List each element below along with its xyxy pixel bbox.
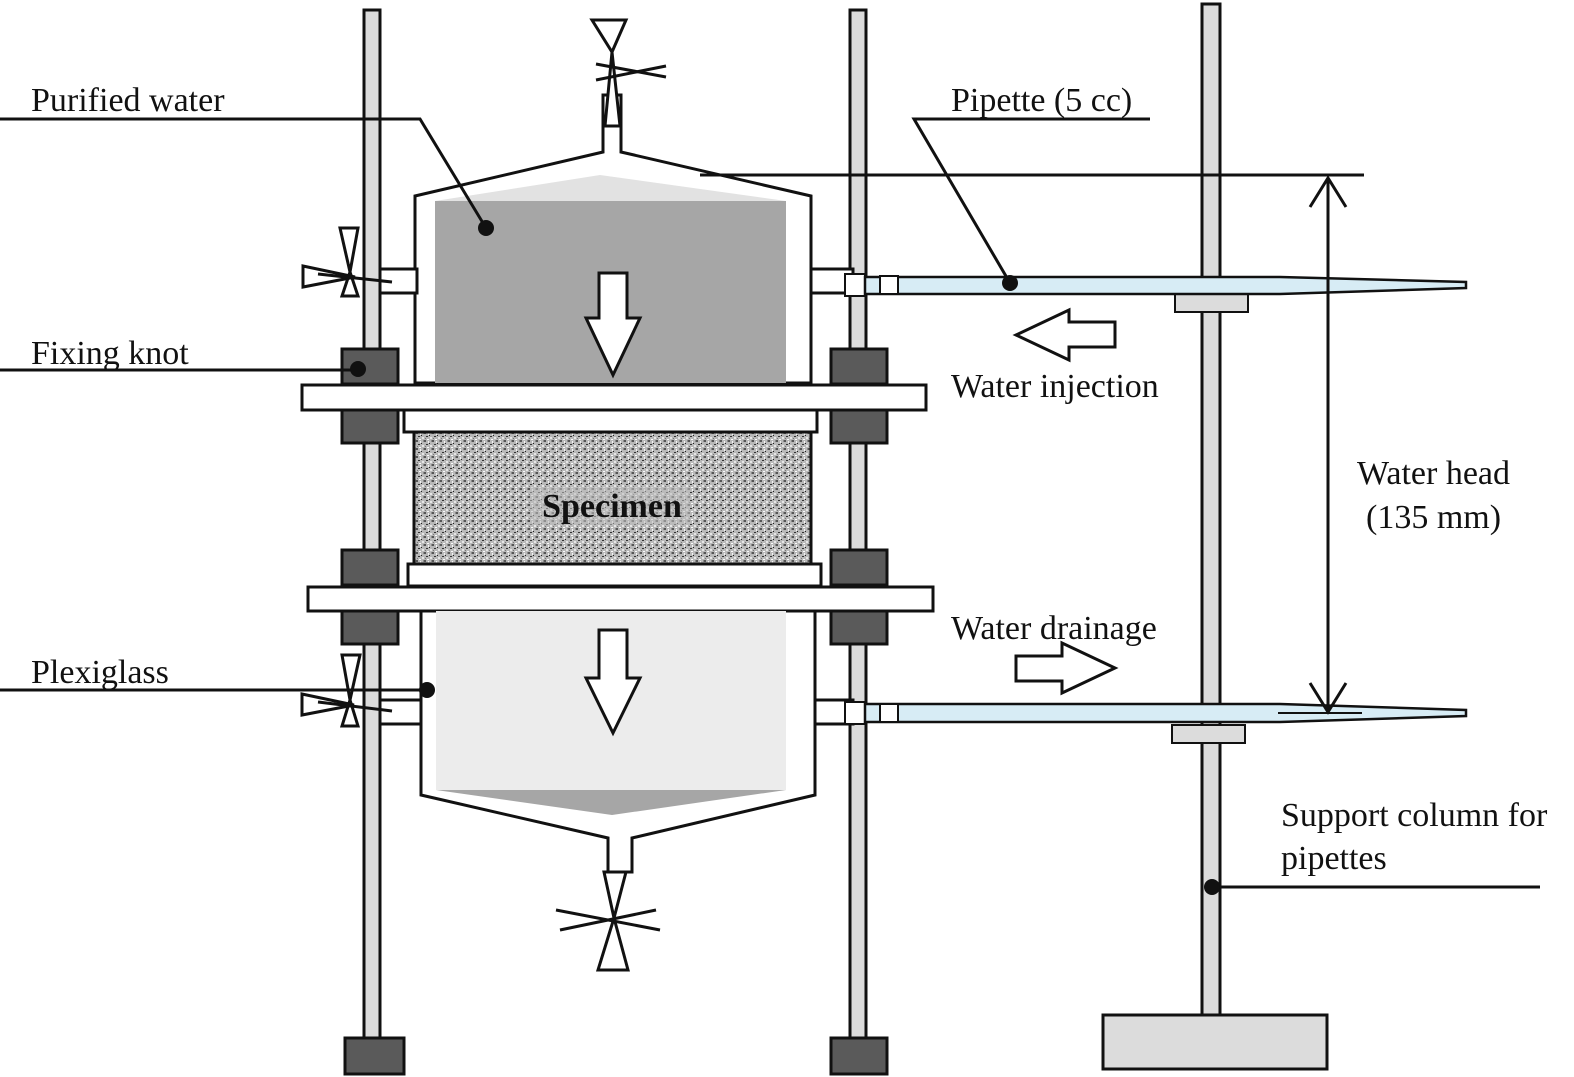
left-upper-valve xyxy=(301,226,393,298)
down-arrow-icon xyxy=(583,628,643,737)
upper-porous-disk xyxy=(402,408,819,434)
purified-water-label: Purified water xyxy=(31,82,225,119)
leader-dots xyxy=(350,220,1220,895)
down-arrow-icon xyxy=(583,271,643,379)
fixing-knot-label: Fixing knot xyxy=(31,335,189,372)
specimen xyxy=(412,430,813,566)
upper-plate xyxy=(300,383,928,412)
upper-pipette xyxy=(844,273,1468,297)
water-head-value: (135 mm) xyxy=(1366,499,1501,536)
right-arrow-icon xyxy=(1014,640,1119,696)
support-column-label-line2: pipettes xyxy=(1281,840,1387,877)
middle-support-rod xyxy=(829,8,889,1076)
lower-pipette xyxy=(844,701,1468,725)
water-drainage-label: Water drainage xyxy=(951,610,1157,647)
lower-plate xyxy=(306,585,935,613)
lower-porous-disk xyxy=(406,562,823,588)
pipette-support-column xyxy=(1101,2,1329,1071)
water-head-label: Water head xyxy=(1357,455,1510,492)
top-valve xyxy=(589,18,667,128)
water-injection-label: Water injection xyxy=(951,368,1159,405)
left-lower-valve xyxy=(300,653,393,728)
specimen-label: Specimen xyxy=(542,488,682,525)
bottom-valve xyxy=(555,870,661,972)
support-column-label: Support column for xyxy=(1281,797,1548,834)
leader-lines xyxy=(0,117,1540,889)
pipette-label: Pipette (5 cc) xyxy=(951,82,1132,119)
left-support-rod xyxy=(343,8,406,1076)
left-arrow-icon xyxy=(1012,307,1117,363)
plexiglass-label: Plexiglass xyxy=(31,654,169,691)
water-head-dimension xyxy=(700,173,1364,715)
